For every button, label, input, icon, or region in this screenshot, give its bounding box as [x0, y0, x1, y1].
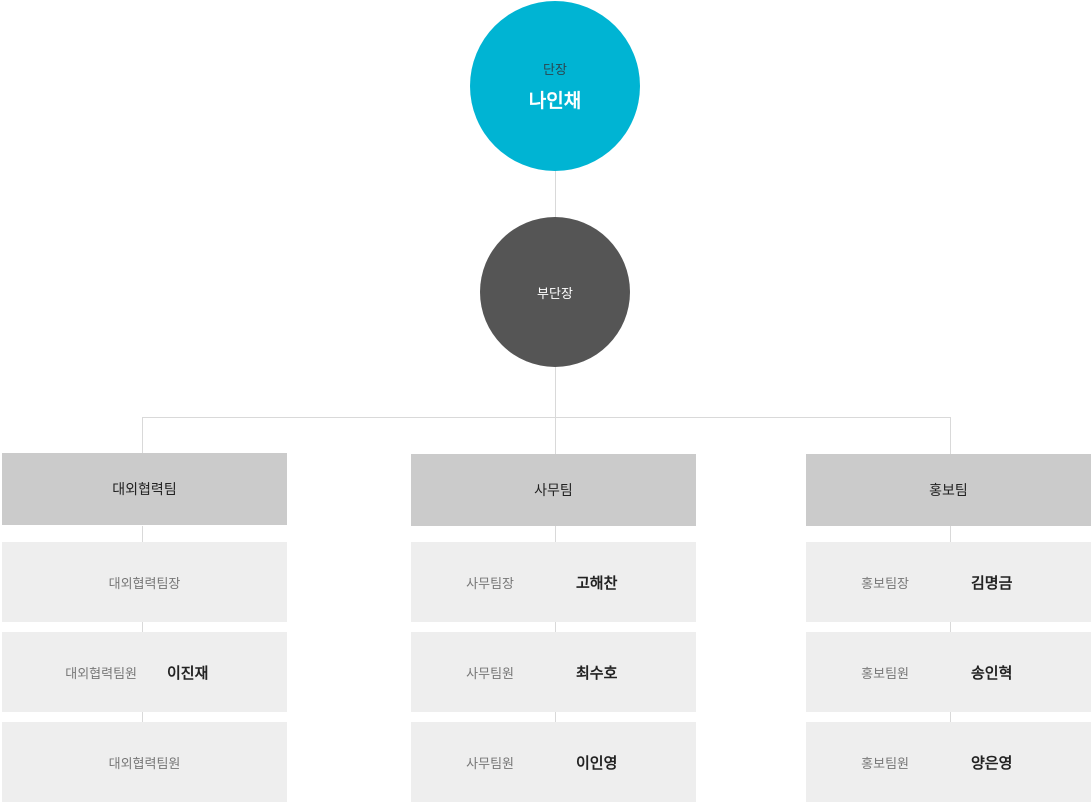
team-name: 사무팀 — [534, 483, 573, 499]
member-name: 이진재 — [167, 663, 209, 682]
head-node: 단장 나인채 — [470, 1, 640, 171]
member-card: 사무팀원 최수호 — [411, 632, 696, 712]
head-name: 나인채 — [528, 90, 582, 112]
member-name: 고해찬 — [576, 573, 618, 592]
member-role: 홍보팀장 — [861, 576, 909, 592]
connector-branch-team-1 — [142, 417, 143, 454]
team-header-office: 사무팀 — [411, 454, 696, 526]
member-card: 홍보팀장 김명금 — [806, 542, 1091, 622]
connector-head-vice — [555, 170, 556, 218]
member-card: 홍보팀원 양은영 — [806, 722, 1091, 802]
member-name: 송인혁 — [971, 663, 1013, 682]
member-role: 대외협력팀장 — [108, 576, 181, 592]
member-role: 사무팀원 — [466, 756, 514, 772]
team-header-public-relations: 홍보팀 — [806, 454, 1091, 526]
member-name: 김명금 — [971, 573, 1013, 592]
connector-branch-team-3 — [950, 417, 951, 454]
team-name: 홍보팀 — [929, 483, 968, 499]
connector-team-2-members — [555, 526, 556, 726]
connector-horizontal-branch — [142, 417, 951, 418]
member-role: 홍보팀원 — [861, 666, 909, 682]
connector-team-3-members — [950, 526, 951, 726]
member-role: 대외협력팀원 — [108, 756, 181, 772]
connector-team-1-members — [142, 526, 143, 726]
member-card: 홍보팀원 송인혁 — [806, 632, 1091, 712]
member-name: 양은영 — [971, 753, 1013, 772]
team-name: 대외협력팀 — [112, 482, 177, 498]
connector-vice-branch — [555, 366, 556, 418]
member-card: 사무팀원 이인영 — [411, 722, 696, 802]
member-role: 홍보팀원 — [861, 756, 909, 772]
member-card: 대외협력팀장 — [2, 542, 287, 622]
member-card: 대외협력팀원 — [2, 722, 287, 802]
connector-branch-team-2 — [555, 417, 556, 454]
member-card: 대외협력팀원 이진재 — [2, 632, 287, 712]
vice-role: 부단장 — [537, 286, 573, 302]
head-role: 단장 — [543, 63, 567, 78]
member-name: 이인영 — [576, 753, 618, 772]
member-role: 사무팀장 — [466, 576, 514, 592]
member-card: 사무팀장 고해찬 — [411, 542, 696, 622]
member-name: 최수호 — [576, 663, 618, 682]
member-role: 대외협력팀원 — [65, 666, 137, 682]
member-role: 사무팀원 — [466, 666, 514, 682]
team-header-external-cooperation: 대외협력팀 — [2, 453, 287, 525]
vice-node: 부단장 — [480, 217, 630, 367]
